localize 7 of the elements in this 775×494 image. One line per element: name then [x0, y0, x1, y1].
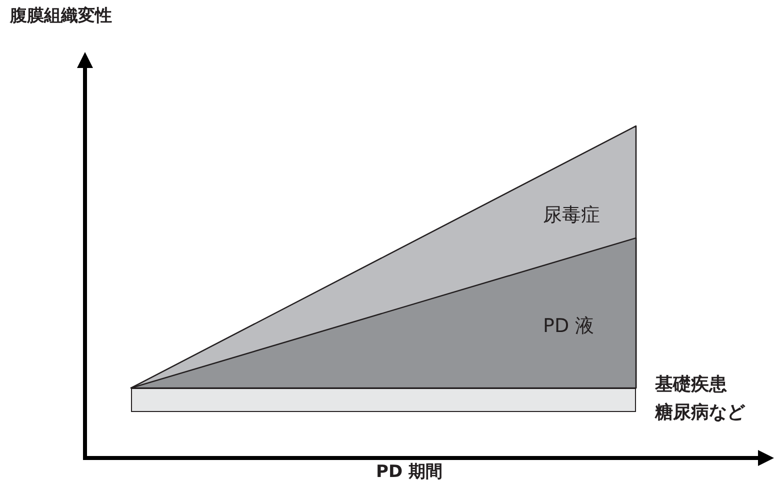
- band-label: PD 液: [543, 315, 594, 338]
- band-label: 尿毒症: [543, 204, 600, 227]
- axis-title: PD 期間: [376, 462, 442, 482]
- axis-title: 腹膜組織変性: [10, 6, 112, 26]
- baseline-bar: [131, 388, 636, 412]
- bar-label: 基礎疾患: [655, 373, 727, 397]
- bar-label: 糖尿病など: [655, 401, 745, 425]
